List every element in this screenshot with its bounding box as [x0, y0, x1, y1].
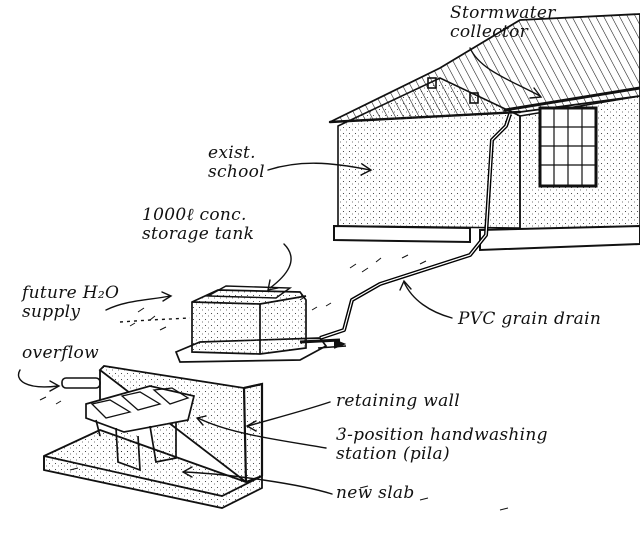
- label-overflow: overflow: [22, 343, 99, 363]
- school-building: [328, 13, 640, 252]
- arrow-retaining: [247, 401, 331, 427]
- label-exist-school: exist. school: [208, 143, 265, 182]
- label-stormwater-collector: Stormwater collector: [450, 3, 556, 42]
- handwashing-pila: [85, 385, 196, 472]
- storage-tank: [174, 285, 347, 363]
- label-storage-tank: 1000ℓ conc. storage tank: [142, 205, 255, 244]
- arrow-supply: [105, 295, 171, 311]
- label-retaining-wall: retaining wall: [336, 391, 460, 411]
- arrow-pila: [197, 417, 327, 449]
- label-future-supply: future H₂O supply: [22, 283, 120, 322]
- arrow-overflow: [17, 369, 59, 388]
- arrow-pvc: [403, 281, 453, 319]
- arrow-slab: [183, 471, 333, 495]
- future-supply-line: [119, 317, 191, 323]
- stormwater-gutter: [503, 86, 640, 112]
- leader-arrows: [17, 47, 543, 495]
- arrow-tank: [269, 243, 292, 289]
- label-new-slab: new slab: [336, 483, 415, 503]
- arrow-collector: [469, 47, 541, 97]
- arrow-school: [267, 162, 371, 171]
- overflow-pipe: [61, 377, 101, 389]
- school-window: [538, 106, 598, 188]
- tank-lid: [205, 285, 293, 299]
- label-handwashing-station: 3-position handwashing station (pila): [336, 425, 548, 464]
- label-pvc-drain: PVC grain drain: [458, 309, 602, 329]
